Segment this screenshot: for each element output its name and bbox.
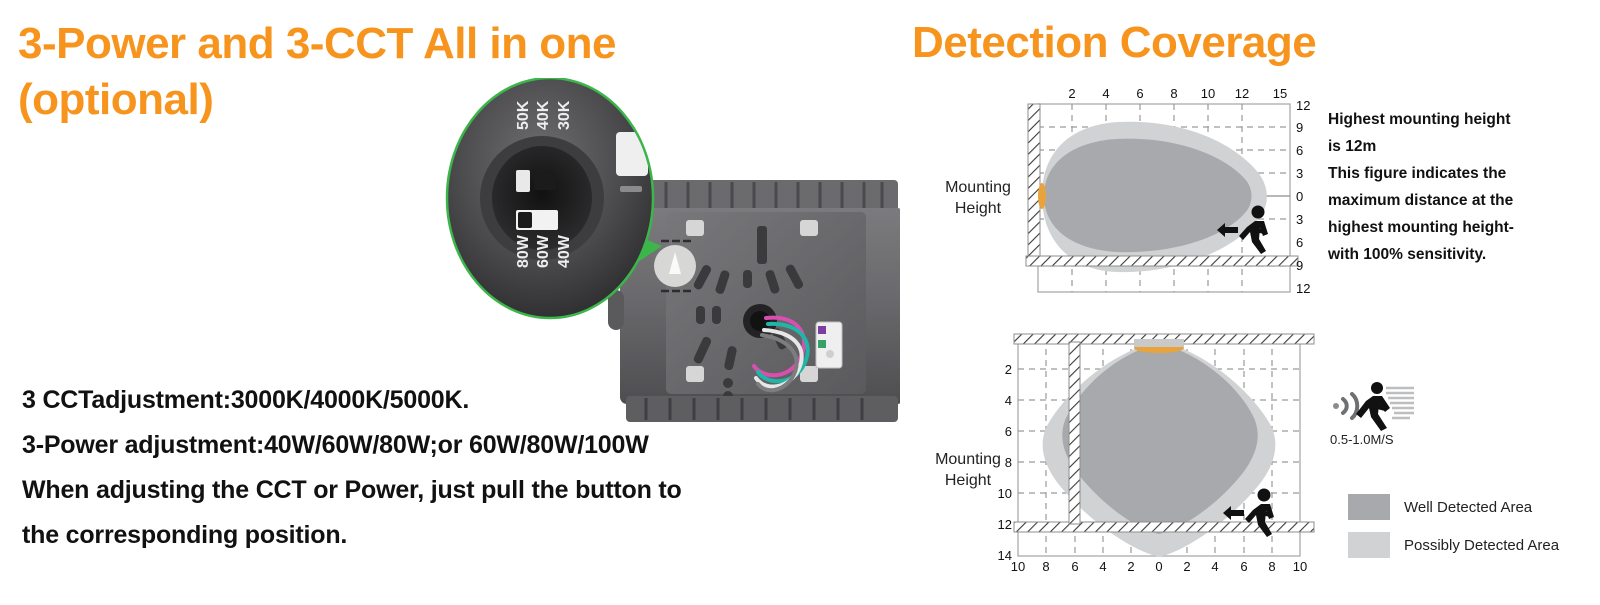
note-line-4: maximum distance at the (1328, 192, 1514, 209)
y-tick-bot-12: 12 (998, 517, 1012, 532)
right-section-title: Detection Coverage (912, 18, 1317, 67)
note-line-2: is 12m (1328, 138, 1377, 155)
x-tick-bot-p2: 2 (1183, 559, 1190, 574)
x-tick-top-4: 4 (1102, 86, 1109, 101)
y-tick-bot-8: 8 (1005, 455, 1012, 470)
direction-arrow-front (1223, 506, 1244, 520)
y-tick-top-12b: 12 (1296, 281, 1310, 296)
y-tick-top-6a: 6 (1296, 143, 1303, 158)
x-tick-bot-n10: 10 (1011, 559, 1025, 574)
walking-speed-label: 0.5-1.0M/S (1330, 432, 1394, 447)
magnifier-callout: 50K 40K 30K 80W 60W 40W (445, 76, 662, 320)
y-axis-label-top-line1: Mounting (945, 179, 1011, 196)
legend-label-possibly: Possibly Detected Area (1404, 536, 1560, 554)
chart-front-view: 2 4 6 8 10 12 14 10 8 6 4 2 0 2 4 6 8 10 (930, 312, 1330, 600)
product-photo: 50K 40K 30K 80W 60W 40W (430, 76, 904, 428)
legend-swatch-well (1348, 494, 1390, 520)
legend-swatch-possibly (1348, 532, 1390, 558)
x-tick-top-2: 2 (1068, 86, 1075, 101)
well-detected-region-front (1062, 344, 1258, 534)
x-tick-bot-n8: 8 (1042, 559, 1049, 574)
walking-person-icon-front (1245, 488, 1274, 537)
y-tick-bot-6: 6 (1005, 424, 1012, 439)
chart-side-view: 2 4 6 8 10 12 15 12 9 6 3 0 3 6 9 12 (930, 82, 1330, 312)
note-line-1: Highest mounting height (1328, 111, 1511, 128)
y-tick-top-9a: 9 (1296, 120, 1303, 135)
x-tick-bot-0: 0 (1155, 559, 1162, 574)
note-line-6: with 100% sensitivity. (1328, 246, 1487, 263)
y-tick-top-3a: 3 (1296, 166, 1303, 181)
cct-label-40k: 40K (535, 100, 552, 130)
legend-item-possibly: Possibly Detected Area (1348, 530, 1559, 560)
x-tick-bot-n2: 2 (1127, 559, 1134, 574)
y-axis-label-bot-line1: Mounting (935, 451, 1001, 468)
y-tick-top-0: 0 (1296, 189, 1303, 204)
y-tick-bot-10: 10 (998, 486, 1012, 501)
y-tick-top-6b: 6 (1296, 235, 1303, 250)
y-tick-bot-2: 2 (1005, 362, 1012, 377)
note-line-3: This figure indicates the (1328, 165, 1507, 182)
left-line-1: 3 CCTadjustment:3000K/4000K/5000K. (22, 386, 470, 414)
coverage-note: Highest mounting height is 12m This figu… (1328, 106, 1596, 268)
x-tick-bot-p10: 10 (1293, 559, 1307, 574)
x-tick-bot-p6: 6 (1240, 559, 1247, 574)
x-tick-bot-p8: 8 (1268, 559, 1275, 574)
legend-item-well: Well Detected Area (1348, 492, 1559, 522)
y-axis-label-bot-line2: Height (945, 472, 992, 489)
left-body-text: 3 CCTadjustment:3000K/4000K/5000K. 3-Pow… (22, 378, 912, 558)
y-axis-label-top-line2: Height (955, 200, 1002, 217)
y-tick-bot-4: 4 (1005, 393, 1012, 408)
y-tick-top-3b: 3 (1296, 212, 1303, 227)
coverage-legend: Well Detected Area Possibly Detected Are… (1348, 492, 1559, 568)
walking-person-icon-side (1239, 205, 1268, 254)
power-label-40w: 40W (556, 234, 573, 268)
y-tick-top-9b: 9 (1296, 258, 1303, 273)
y-tick-top-12a: 12 (1296, 98, 1310, 113)
well-detected-region-side (1044, 138, 1252, 253)
note-line-5: highest mounting height- (1328, 219, 1514, 236)
left-line-3: When adjusting the CCT or Power, just pu… (22, 476, 682, 504)
direction-arrow-side (1217, 223, 1238, 237)
x-tick-top-12: 12 (1235, 86, 1249, 101)
x-tick-top-15: 15 (1273, 86, 1287, 101)
x-tick-top-6: 6 (1136, 86, 1143, 101)
left-section-title: 3-Power and 3-CCT All in one (optional) (18, 19, 616, 124)
left-line-2: 3-Power adjustment:40W/60W/80W;or 60W/80… (22, 431, 649, 459)
y-tick-bot-14: 14 (998, 548, 1012, 563)
legend-label-well: Well Detected Area (1404, 498, 1533, 516)
left-line-4: the corresponding position. (22, 521, 348, 549)
x-tick-top-8: 8 (1170, 86, 1177, 101)
cct-label-50k: 50K (515, 100, 532, 130)
power-label-60w: 60W (535, 234, 552, 268)
x-tick-top-10: 10 (1201, 86, 1215, 101)
walking-speed-icon (1330, 378, 1420, 434)
x-tick-bot-n6: 6 (1071, 559, 1078, 574)
x-tick-bot-p4: 4 (1211, 559, 1218, 574)
cct-label-30k: 30K (556, 100, 573, 130)
power-label-80w: 80W (515, 234, 532, 268)
x-tick-bot-n4: 4 (1099, 559, 1106, 574)
walking-person-glyph (1356, 382, 1390, 431)
